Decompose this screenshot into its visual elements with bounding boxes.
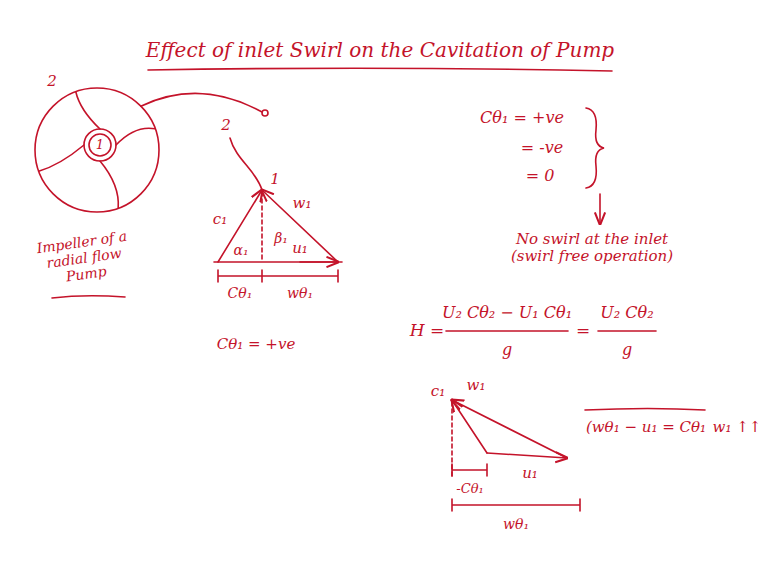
title-underline xyxy=(148,68,612,71)
overline xyxy=(585,409,705,411)
blade-velocity-line xyxy=(214,261,342,263)
caption-underline xyxy=(52,296,125,298)
impeller-eye xyxy=(89,134,111,156)
blade-velocity-vector xyxy=(487,453,567,458)
impeller-blade xyxy=(116,128,155,145)
relative-velocity-vector xyxy=(262,190,338,262)
condition-note: = 0 xyxy=(526,167,555,185)
blade-profile xyxy=(230,138,262,190)
blade-extension-line xyxy=(141,93,262,112)
point-label: 1 xyxy=(270,171,280,188)
impeller-blade xyxy=(100,161,118,208)
equation-numerator: U₂ Cθ₂ − U₁ Cθ₁ xyxy=(442,304,572,322)
component-bracket xyxy=(452,499,580,511)
equation-denominator: g xyxy=(502,341,512,359)
explanation-note: No swirl at the inlet (swirl free operat… xyxy=(507,231,677,266)
vector-label: w₁ xyxy=(293,195,312,212)
projection-line xyxy=(261,192,263,262)
equation-part: = xyxy=(576,321,590,341)
relative-velocity-vector xyxy=(452,400,567,458)
blade-velocity-vector xyxy=(300,261,338,263)
vector-label: u₁ xyxy=(292,240,308,257)
angle-label: α₁ xyxy=(233,242,248,258)
equation-numerator: U₂ Cθ₂ xyxy=(600,304,653,322)
pointer-arrow xyxy=(599,194,601,224)
page-title: Effect of inlet Swirl on the Cavitation … xyxy=(146,39,614,62)
point-label: 2 xyxy=(221,117,231,134)
impeller-hub xyxy=(84,129,116,161)
component-bracket xyxy=(452,464,487,476)
impeller-blade xyxy=(39,145,84,171)
fraction-bar xyxy=(598,330,656,332)
condition-note: Cθ₁ = +ve xyxy=(217,336,296,353)
component-label: wθ₁ xyxy=(503,516,529,532)
equation-denominator: g xyxy=(622,341,632,359)
impeller-blade xyxy=(76,92,100,129)
vector-label: c₁ xyxy=(213,211,227,228)
vector-label: u₁ xyxy=(522,465,538,482)
figure-caption: Impeller of a radial flow Pump xyxy=(33,227,135,288)
component-label: Cθ₁ xyxy=(228,285,253,301)
condition-note: = -ve xyxy=(521,139,563,157)
vector-label: w₁ xyxy=(467,377,486,394)
equation-part: H = xyxy=(410,321,444,341)
fraction-bar xyxy=(446,330,568,332)
blade-end-dot xyxy=(262,110,268,116)
component-label: wθ₁ xyxy=(287,285,313,301)
trend-note: w₁ ↑↑ xyxy=(713,419,762,436)
brace xyxy=(586,108,604,188)
relation-note: (wθ₁ − u₁ = Cθ₁ xyxy=(586,419,706,436)
point-label: 2 xyxy=(47,73,57,90)
condition-note: Cθ₁ = +ve xyxy=(480,109,564,127)
vector-label: c₁ xyxy=(431,383,445,400)
component-label: -Cθ₁ xyxy=(456,482,483,497)
angle-label: β₁ xyxy=(274,230,288,246)
component-bracket xyxy=(218,270,338,282)
point-label: 1 xyxy=(96,138,104,153)
